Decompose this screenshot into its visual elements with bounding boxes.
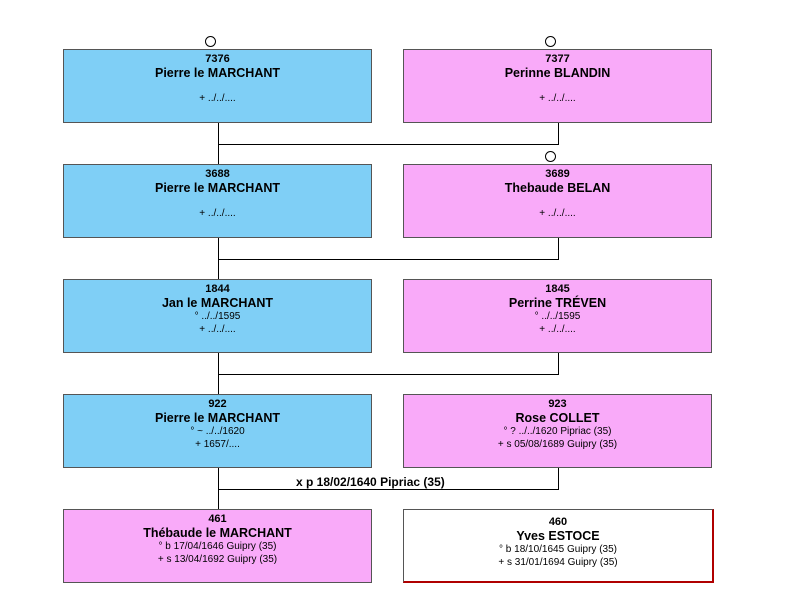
connector — [218, 144, 559, 145]
person-death: + ../../.... — [199, 93, 236, 104]
person-birth: ° ? ../../1620 Pipriac (35) — [503, 426, 612, 437]
person-3688[interactable]: 3688 Pierre le MARCHANT + ../../.... — [63, 164, 372, 238]
person-birth: ° b 18/10/1645 Guipry (35) — [499, 544, 617, 555]
person-name: Thébaude le MARCHANT — [143, 526, 292, 540]
person-name: Pierre le MARCHANT — [154, 66, 281, 80]
person-name: Perinne BLANDIN — [504, 66, 611, 80]
connector — [218, 144, 219, 165]
no-ancestor-circle — [545, 151, 556, 162]
person-922[interactable]: 922 Pierre le MARCHANT ° ~ ../../1620 + … — [63, 394, 372, 468]
person-7376[interactable]: 7376 Pierre le MARCHANT + ../../.... — [63, 49, 372, 123]
person-number: 922 — [208, 398, 227, 410]
person-death: + ../../.... — [199, 208, 236, 219]
person-number: 923 — [548, 398, 567, 410]
person-death: + ../../.... — [539, 324, 576, 335]
connector — [558, 237, 559, 260]
person-number: 3688 — [205, 168, 230, 180]
person-3689[interactable]: 3689 Thebaude BELAN + ../../.... — [403, 164, 712, 238]
person-923[interactable]: 923 Rose COLLET ° ? ../../1620 Pipriac (… — [403, 394, 712, 468]
person-birth: ° ../../1595 — [194, 311, 241, 322]
connector — [218, 374, 219, 395]
person-number: 1845 — [545, 283, 570, 295]
connector — [218, 467, 219, 510]
person-death: + 1657/.... — [195, 439, 240, 450]
person-death: + s 05/08/1689 Guipry (35) — [497, 439, 618, 450]
person-name: Rose COLLET — [515, 411, 600, 425]
person-name: Pierre le MARCHANT — [154, 181, 281, 195]
person-death: + s 31/01/1694 Guipry (35) — [498, 557, 618, 568]
person-number: 1844 — [205, 283, 230, 295]
person-461[interactable]: 461 Thébaude le MARCHANT ° b 17/04/1646 … — [63, 509, 372, 583]
person-name: Yves ESTOCE — [516, 529, 600, 543]
person-birth: ° ../../1595 — [534, 311, 581, 322]
connector — [218, 122, 219, 145]
person-death: + ../../.... — [199, 324, 236, 335]
person-1845[interactable]: 1845 Perrine TRÉVEN ° ../../1595 + ../..… — [403, 279, 712, 353]
person-number: 461 — [208, 513, 227, 525]
connector — [218, 259, 559, 260]
connector — [218, 352, 219, 375]
person-name: Perrine TRÉVEN — [508, 296, 607, 310]
person-number: 3689 — [545, 168, 570, 180]
person-7377[interactable]: 7377 Perinne BLANDIN + ../../.... — [403, 49, 712, 123]
person-number: 7377 — [545, 53, 570, 65]
person-name: Pierre le MARCHANT — [154, 411, 281, 425]
connector — [218, 374, 559, 375]
connector — [558, 122, 559, 145]
person-name: Thebaude BELAN — [504, 181, 611, 195]
person-1844[interactable]: 1844 Jan le MARCHANT ° ../../1595 + ../.… — [63, 279, 372, 353]
marriage-label: x p 18/02/1640 Pipriac (35) — [296, 475, 445, 489]
person-number: 7376 — [205, 53, 230, 65]
person-death: + ../../.... — [539, 208, 576, 219]
connector — [218, 489, 559, 490]
person-birth: ° b 17/04/1646 Guipry (35) — [158, 541, 277, 552]
connector — [218, 237, 219, 260]
no-ancestor-circle — [205, 36, 216, 47]
person-460[interactable]: 460 Yves ESTOCE ° b 18/10/1645 Guipry (3… — [403, 509, 714, 583]
connector — [558, 352, 559, 375]
connector — [218, 259, 219, 280]
person-number: 460 — [548, 516, 568, 528]
person-death: + ../../.... — [539, 93, 576, 104]
person-death: + s 13/04/1692 Guipry (35) — [157, 554, 278, 565]
person-name: Jan le MARCHANT — [161, 296, 274, 310]
person-birth: ° ~ ../../1620 — [190, 426, 245, 437]
connector — [558, 467, 559, 490]
no-ancestor-circle — [545, 36, 556, 47]
